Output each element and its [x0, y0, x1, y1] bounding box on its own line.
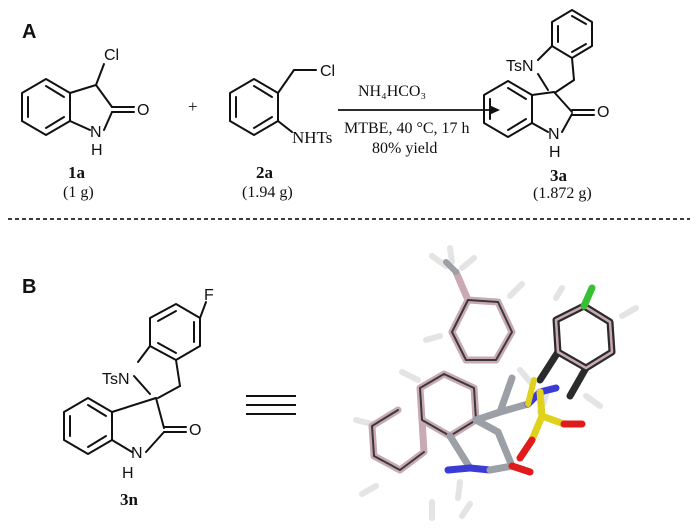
- reactant-2a-structure: [229, 69, 317, 136]
- compound-label-3n: 3n: [120, 490, 139, 509]
- compound-label-1a: 1a: [68, 163, 86, 182]
- group-tsn: TsN: [102, 371, 130, 388]
- arrow-head: [489, 105, 500, 115]
- plus-sign: +: [188, 97, 198, 116]
- condition-yield: 80% yield: [372, 140, 437, 157]
- atom-h: H: [91, 142, 103, 159]
- product-3a-structure: [483, 9, 595, 138]
- benzene-ring: [63, 397, 113, 455]
- panel-label-a: A: [22, 21, 36, 43]
- benzene-ring: [229, 78, 279, 136]
- atom-o: O: [189, 422, 201, 439]
- x-ray-crystal-structure-stick-model-icon: [353, 245, 639, 521]
- mass-2a: (1.94 g): [242, 184, 293, 201]
- mass-1a: (1 g): [63, 184, 94, 201]
- atom-cl: Cl: [320, 63, 335, 80]
- atom-n: N: [90, 124, 102, 141]
- atom-cl: Cl: [104, 47, 119, 64]
- atom-o: O: [137, 102, 149, 119]
- group-tsn: TsN: [506, 58, 534, 75]
- benzene-ring: [21, 78, 71, 136]
- atom-n: N: [131, 445, 143, 462]
- group-nhts: NHTs: [292, 128, 332, 147]
- atom-h: H: [122, 465, 134, 482]
- reactant-1a-structure: [21, 63, 135, 136]
- compound-3n-structure: [63, 301, 207, 455]
- compound-label-2a: 2a: [256, 163, 274, 182]
- atom-n: N: [548, 126, 560, 143]
- atom-o: O: [597, 104, 609, 121]
- atom-h: H: [549, 144, 561, 161]
- condition-reagent: NH₄HCO₃: [358, 83, 426, 100]
- panel-label-b: B: [22, 276, 36, 298]
- condition-solvent: MTBE, 40 °C, 17 h: [344, 120, 470, 137]
- mass-3a: (1.872 g): [533, 185, 592, 202]
- atom-f: F: [204, 287, 214, 304]
- equivalence-icon: [246, 395, 296, 415]
- compound-label-3a: 3a: [550, 166, 568, 185]
